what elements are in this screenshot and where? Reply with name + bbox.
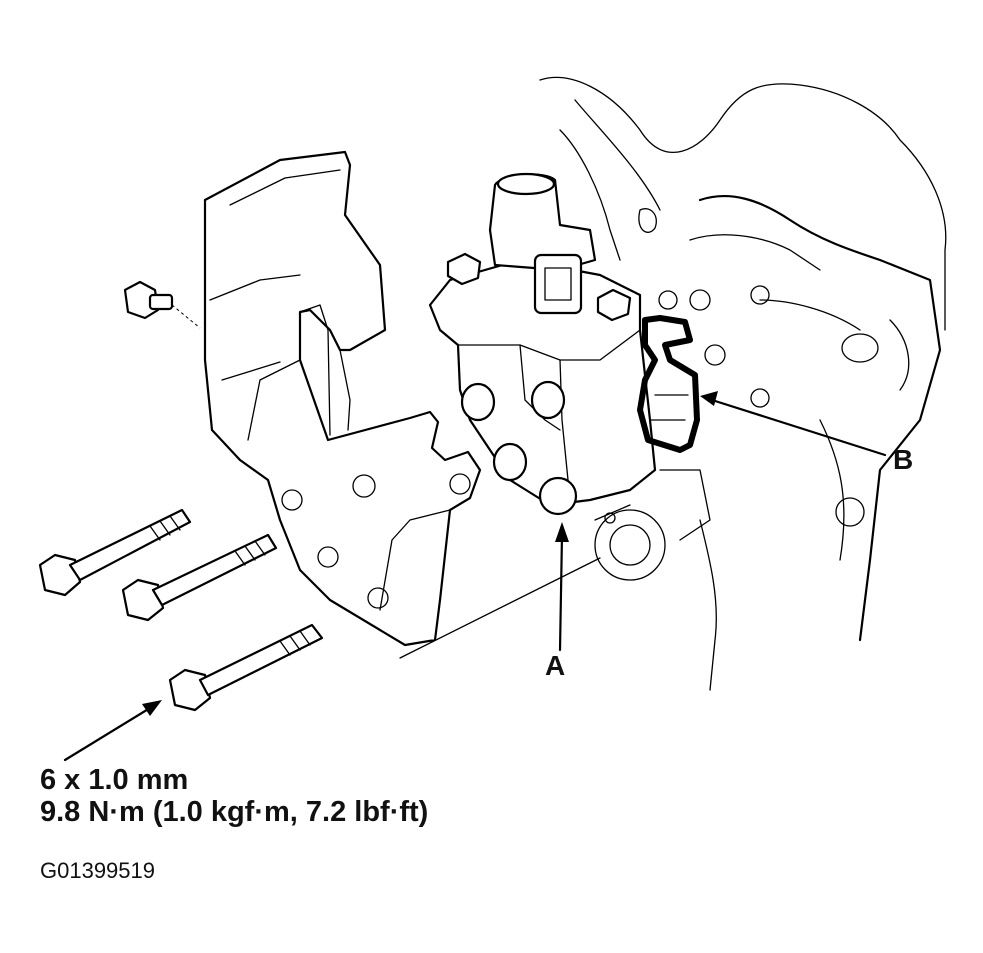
callout-a: A [545, 650, 566, 681]
callout-b: B [893, 444, 914, 475]
figure-id: G01399519 [40, 858, 155, 883]
small-bolt [123, 280, 201, 329]
bolt-size: 6 x 1.0 mm [40, 764, 189, 796]
mounting-bracket [203, 150, 482, 647]
flange-bolts [38, 508, 324, 712]
solenoid-valve [428, 172, 657, 516]
leader-lines [63, 391, 887, 762]
engine-block-background [539, 76, 947, 691]
torque-value: 9.8 N·m (1.0 kgf·m, 7.2 lbf·ft) [40, 796, 429, 828]
gasket [637, 315, 700, 453]
torque-spec: 6 x 1.0 mm 9.8 N·m (1.0 kgf·m, 7.2 lbf·f… [40, 764, 428, 828]
